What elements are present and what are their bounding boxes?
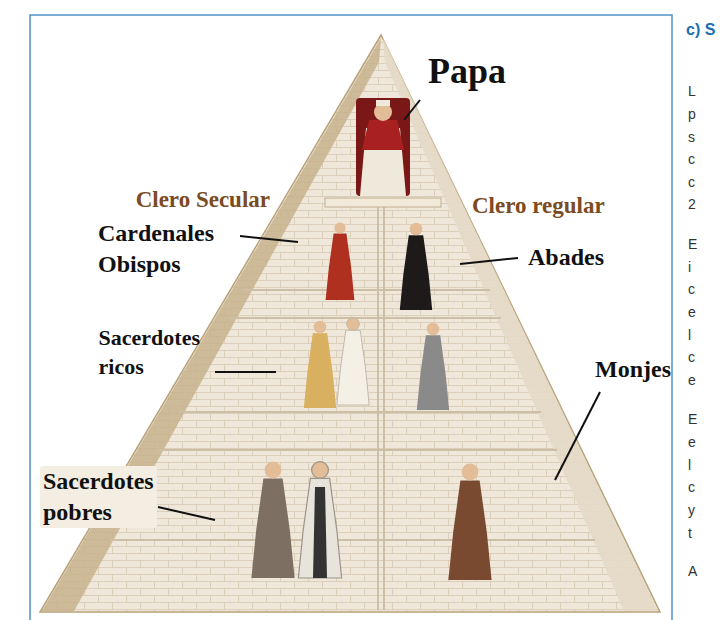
cropped-text: l [688, 327, 691, 344]
rank-label: Cardenales Obispos [98, 218, 214, 280]
cropped-text: c [688, 151, 695, 168]
panel-frame [30, 15, 672, 620]
cropped-text: e [688, 434, 696, 451]
leader-lines [158, 100, 600, 520]
cropped-text: c [688, 281, 695, 298]
cropped-text: c [688, 174, 695, 191]
rank-label: Sacerdotes pobres [40, 466, 157, 528]
cropped-text: L [688, 83, 696, 100]
rich-priest-figure [337, 318, 369, 405]
cropped-text: c [688, 479, 695, 496]
rank-label: Abades [528, 243, 604, 272]
rank-label: Sacerdotes ricos [99, 324, 200, 381]
cropped-text: 2 [688, 196, 696, 213]
cropped-text: e [688, 372, 696, 389]
cropped-text: l [688, 457, 691, 474]
cropped-text: p [688, 106, 696, 123]
cropped-text: s [688, 129, 695, 146]
cropped-text: t [688, 525, 692, 542]
cropped-text: e [688, 304, 696, 321]
abbot-figure [400, 223, 432, 310]
poor-priest-figure [251, 462, 294, 578]
rich-priest-figure [304, 321, 336, 408]
monk-figure [448, 464, 491, 580]
pope-figure [356, 98, 410, 196]
cropped-text: A [688, 563, 697, 580]
section-heading: c) S [686, 20, 715, 39]
pyramid [40, 35, 660, 612]
apex-label: Papa [428, 50, 506, 93]
rank-label: Monjes [595, 355, 671, 384]
monk-figure [417, 323, 449, 410]
cropped-text: E [688, 236, 697, 253]
cropped-text: i [688, 259, 691, 276]
cardinal-figure [326, 222, 355, 300]
cropped-text: E [688, 411, 697, 428]
poor-priest-figure [298, 462, 341, 578]
group-heading: Clero regular [472, 192, 605, 220]
scapular [313, 487, 327, 578]
group-heading: Clero Secular [136, 186, 270, 214]
cropped-text: y [688, 502, 695, 519]
cropped-text: c [688, 349, 695, 366]
